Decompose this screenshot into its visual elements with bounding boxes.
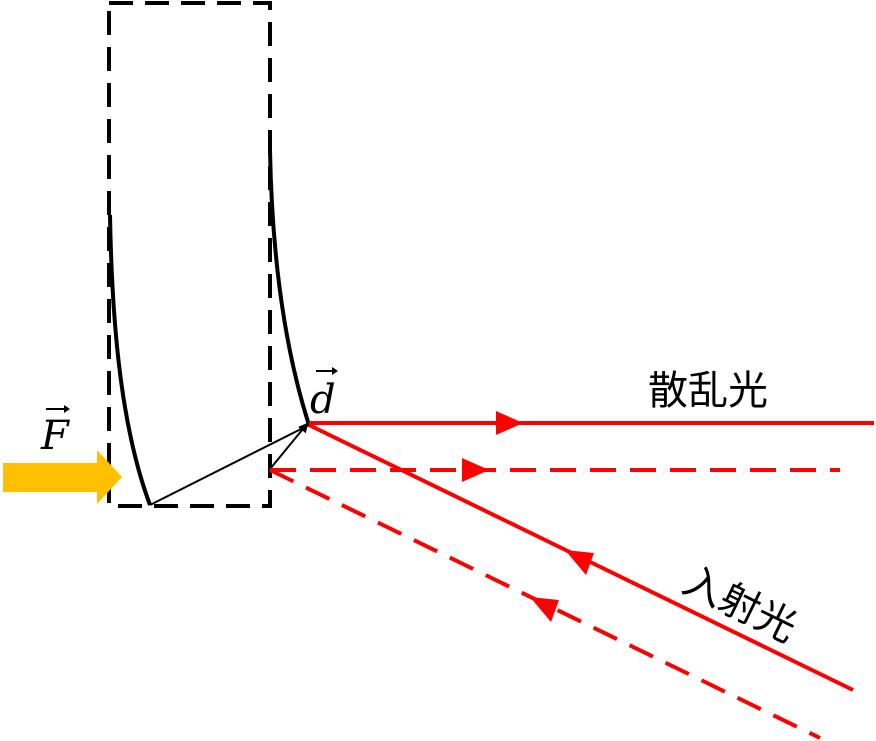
- incident-light-reference-direction-arrow: [530, 597, 559, 622]
- scattered-light-reference-direction-arrow: [462, 458, 489, 482]
- force-arrow: [3, 450, 122, 504]
- scattered-light-label: 散乱光: [648, 368, 768, 414]
- incident-light-direction-arrow: [565, 550, 594, 575]
- displacement-vector-accent-head: [332, 367, 338, 375]
- deformed-beam-right-edge: [268, 149, 311, 426]
- undeformed-beam-outline: [107, 1, 272, 508]
- force-vector-accent-head: [64, 405, 70, 413]
- displacement-label: d: [310, 367, 338, 423]
- incident-light-label: 入射光: [676, 558, 804, 652]
- displacement-symbol: d: [310, 377, 336, 423]
- deformed-beam-bottom-edge: [149, 424, 310, 506]
- scattered-light-direction-arrow: [496, 411, 523, 435]
- deformed-beam-left-edge: [108, 214, 152, 506]
- force-label: F: [40, 405, 70, 459]
- displacement-vector-arrow: [269, 422, 309, 470]
- force-symbol: F: [40, 413, 70, 459]
